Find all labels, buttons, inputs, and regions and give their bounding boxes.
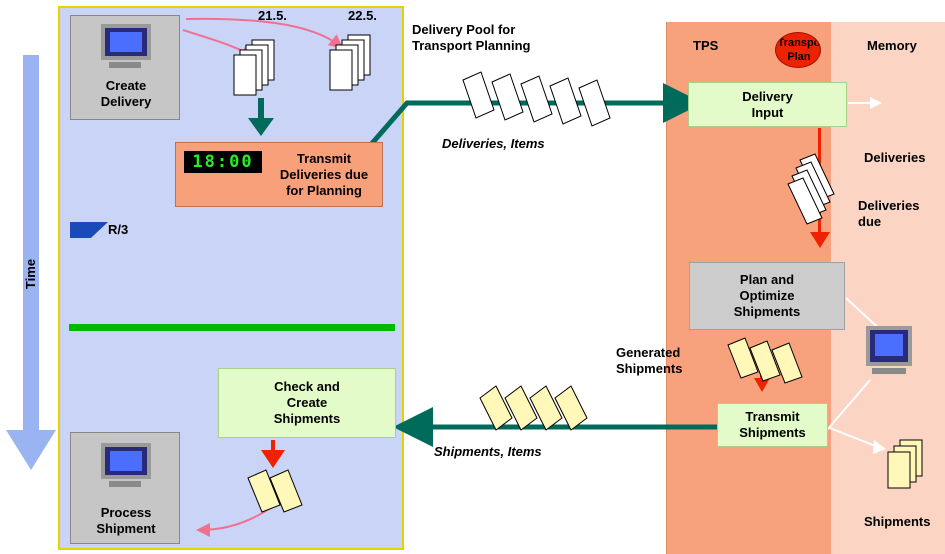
delivery-input-label: Delivery Input (742, 88, 793, 120)
transmit-deliveries-label: Transmit Deliveries due for Planning (279, 151, 369, 198)
delivery-input-box[interactable]: Delivery Input (688, 82, 847, 127)
memory-computer-icon (866, 326, 912, 366)
transport-plan-badge: Transpo Plan (775, 32, 821, 68)
delivery-pool-pages (462, 71, 611, 127)
process-shipment-tile[interactable]: Process Shipment (70, 432, 180, 544)
memory-panel (831, 22, 945, 554)
check-create-shipments-box[interactable]: Check and Create Shipments (218, 368, 396, 438)
memory-shipments-label: Shipments (864, 514, 931, 529)
deliveries-items-label: Deliveries, Items (442, 136, 545, 151)
plan-optimize-box[interactable]: Plan and Optimize Shipments (689, 262, 845, 330)
tps-title: TPS (693, 38, 719, 53)
r3-system-label: R/3 (108, 222, 129, 237)
computer-icon (101, 24, 151, 60)
transmit-deliveries-box[interactable]: 18:00 Transmit Deliveries due for Planni… (175, 142, 383, 207)
memory-computer-base (872, 368, 906, 374)
date-label-21: 21.5. (258, 8, 287, 23)
computer-icon (101, 443, 151, 479)
shipments-items-label: Shipments, Items (434, 444, 542, 459)
plan-optimize-label: Plan and Optimize Shipments (733, 272, 801, 319)
date-label-22: 22.5. (348, 8, 377, 23)
create-delivery-label: Create Delivery (100, 78, 152, 109)
transmit-shipments-label: Transmit Shipments (739, 409, 806, 440)
memory-deliveries-due-label: Deliveries due (858, 198, 920, 229)
memory-deliveries-label: Deliveries (864, 150, 926, 165)
transmit-shipments-box[interactable]: Transmit Shipments (717, 403, 828, 447)
process-shipment-label: Process Shipment (96, 505, 156, 536)
digital-clock-display: 18:00 (184, 151, 262, 173)
generated-shipments-label: Generated Shipments (616, 345, 683, 376)
time-axis-label: Time (23, 258, 38, 290)
create-delivery-tile[interactable]: Create Delivery (70, 15, 180, 120)
delivery-pool-label: Delivery Pool for Transport Planning (412, 22, 531, 53)
check-create-label: Check and Create Shipments (273, 379, 341, 426)
memory-title: Memory (867, 38, 917, 53)
shipments-items-pages (479, 385, 588, 431)
